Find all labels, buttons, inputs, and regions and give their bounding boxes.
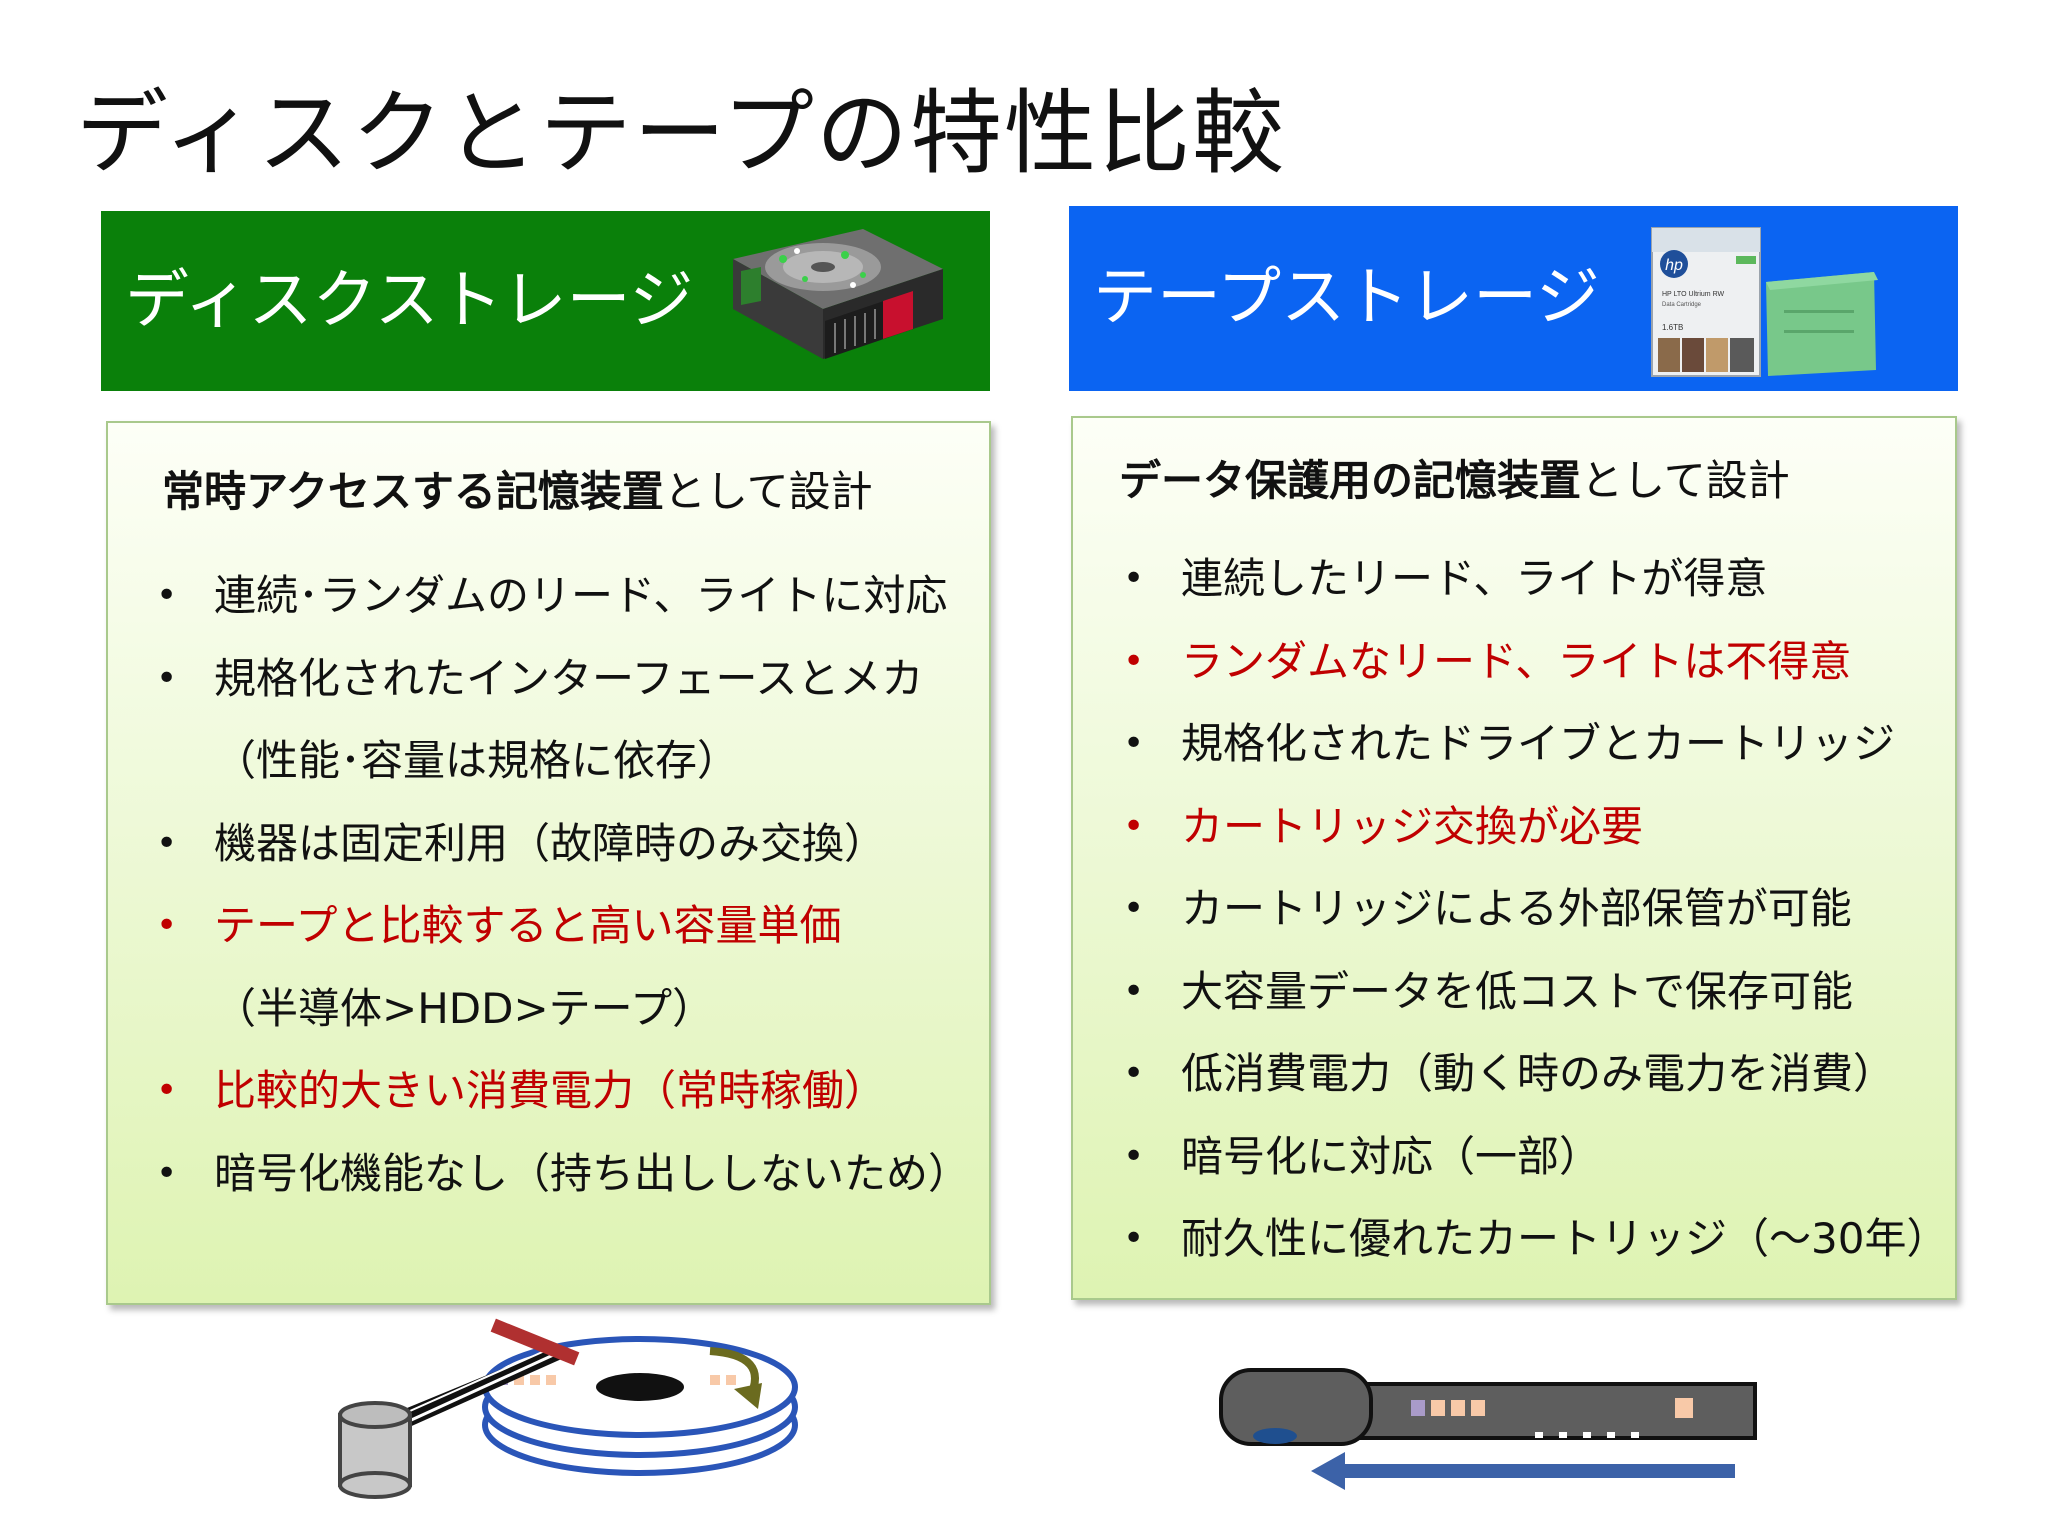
tape-features-panel: データ保護用の記憶装置として設計 • 連続したリード、ライトが得意 • ランダムなリ… [1071, 416, 1957, 1300]
list-item-text: 機器は固定利用（故障時のみ交換） [214, 818, 887, 868]
bullet-icon: • [1123, 888, 1145, 929]
list-item-text: 暗号化機能なし（持ち出ししないため） [214, 1148, 971, 1198]
tape-label-capacity: 1.6TB [1662, 323, 1683, 332]
list-item-emphasis: • 比較的大きい消費電力（常時稼働） [152, 1050, 970, 1133]
bullet-icon: • [156, 1152, 178, 1194]
disk-lead-bold: 常時アクセスする記憶装置 [162, 467, 664, 516]
list-item-emphasis: • テープと比較すると高い容量単価 [152, 885, 970, 968]
bullet-icon: • [156, 822, 178, 864]
list-item-text: （半導体>HDD>テープ） [214, 983, 715, 1033]
list-item-text: テープと比較すると高い容量単価 [214, 901, 842, 950]
bullet-icon: • [156, 1070, 178, 1111]
list-item: • 暗号化機能なし（持ち出ししないため） [152, 1133, 970, 1216]
list-item-text: 耐久性に優れたカートリッジ（～30年） [1181, 1214, 1949, 1263]
bullet-icon: • [1123, 1135, 1145, 1177]
bullet-icon: • [156, 657, 178, 699]
bullet-icon: • [1123, 640, 1145, 682]
bullet-icon: • [156, 905, 178, 946]
bullet-icon: • [1123, 558, 1145, 599]
bullet-icon: • [1123, 970, 1145, 1012]
hard-disk-drive-icon [733, 229, 943, 359]
list-item: • 連続したリード、ライトが得意 [1119, 538, 1948, 621]
list-item-text: カートリッジによる外部保管が可能 [1181, 884, 1852, 933]
list-item-text: 連続･ランダムのリード、ライトに対応 [214, 571, 948, 620]
list-item-continuation: （性能･容量は規格に依存） [152, 720, 970, 803]
disk-lead-rest: として設計 [663, 467, 873, 516]
list-item-text: 大容量データを低コストで保存可能 [1181, 966, 1854, 1016]
disk-platter-diagram-icon [338, 1318, 798, 1499]
list-item: • 暗号化に対応（一部） [1119, 1116, 1948, 1199]
list-item: • 低消費電力（動く時のみ電力を消費） [1119, 1033, 1948, 1116]
tape-lead-text: データ保護用の記憶装置として設計 [1119, 460, 1790, 502]
list-item: • 規格化されたドライブとカートリッジ [1119, 703, 1948, 786]
list-item: • 耐久性に優れたカートリッジ（～30年） [1119, 1198, 1948, 1281]
list-item-text: ランダムなリード、ライトは不得意 [1181, 636, 1852, 686]
list-item: • 機器は固定利用（故障時のみ交換） [152, 803, 970, 886]
disk-feature-list: • 連続･ランダムのリード、ライトに対応 • 規格化されたインターフェースとメカ （… [152, 555, 970, 1215]
tape-label-line2: Data Cartridge [1662, 302, 1702, 308]
list-item-text: 連続したリード、ライトが得意 [1181, 554, 1768, 603]
list-item-text: 低消費電力（動く時のみ電力を消費） [1181, 1049, 1896, 1098]
tape-storage-header: テープストレージ hp HP LTO Ultrium RW Data Cartr… [1069, 206, 1958, 391]
tape-label-line1: HP LTO Ultrium RW [1662, 291, 1724, 298]
tape-reel-diagram-icon [1219, 1368, 1757, 1490]
disk-features-panel: 常時アクセスする記憶装置として設計 • 連続･ランダムのリード、ライトに対応 • 規… [106, 421, 991, 1305]
tape-lead-bold: データ保護用の記憶装置 [1119, 456, 1582, 505]
tape-storage-header-label: テープストレージ [1093, 261, 1600, 335]
list-item: • 連続･ランダムのリード、ライトに対応 [152, 555, 970, 638]
list-item: • 規格化されたインターフェースとメカ [152, 638, 970, 721]
tape-cartridge-icon: hp HP LTO Ultrium RW Data Cartridge 1.6T… [1651, 227, 1878, 377]
disk-storage-header: ディスクストレージ [101, 211, 990, 391]
list-item: • 大容量データを低コストで保存可能 [1119, 951, 1948, 1034]
bullet-icon: • [1123, 1053, 1145, 1094]
list-item-continuation: （半導体>HDD>テープ） [152, 968, 970, 1051]
list-item-emphasis: • カートリッジ交換が必要 [1119, 786, 1948, 869]
list-item-text: 比較的大きい消費電力（常時稼働） [214, 1066, 887, 1115]
bullet-icon: • [1123, 723, 1145, 764]
list-item-text: 規格化されたドライブとカートリッジ [1181, 719, 1896, 768]
list-item-emphasis: • ランダムなリード、ライトは不得意 [1119, 621, 1948, 704]
list-item-text: 暗号化に対応（一部） [1181, 1131, 1602, 1181]
list-item-text: カートリッジ交換が必要 [1181, 801, 1644, 851]
list-item-text: 規格化されたインターフェースとメカ [214, 653, 924, 703]
tape-lead-rest: として設計 [1581, 456, 1790, 505]
bullet-icon: • [1123, 1218, 1145, 1259]
bullet-icon: • [156, 575, 178, 616]
bullet-icon: • [1123, 805, 1145, 847]
tape-brand-logo: hp [1665, 257, 1683, 274]
disk-lead-text: 常時アクセスする記憶装置として設計 [162, 471, 873, 513]
list-item-text: （性能･容量は規格に依存） [214, 736, 740, 785]
slide-title: ディスクとテープの特性比較 [76, 80, 1287, 187]
list-item: • カートリッジによる外部保管が可能 [1119, 868, 1948, 951]
tape-feature-list: • 連続したリード、ライトが得意 • ランダムなリード、ライトは不得意 • 規格化され… [1119, 538, 1948, 1281]
disk-storage-header-label: ディスクストレージ [125, 264, 694, 338]
